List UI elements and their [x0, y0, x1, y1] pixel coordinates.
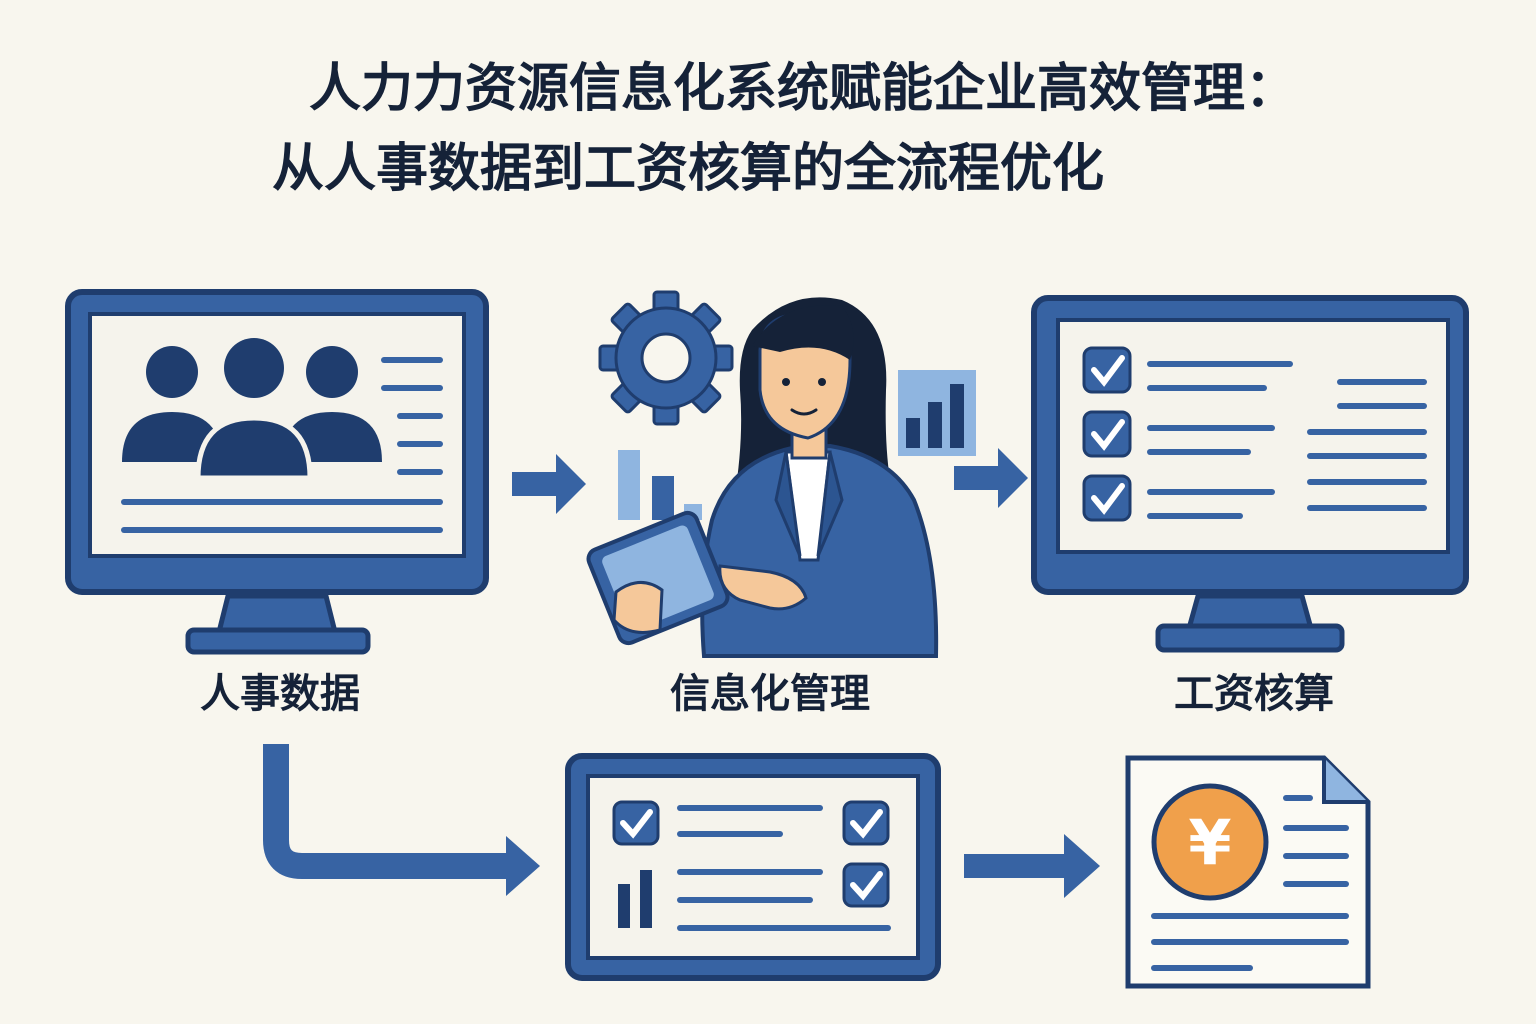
page-title-line-1: 人力力资源信息化系统赋能企业高效管理： — [308, 59, 1297, 119]
step-label-info-management: 信息化管理 — [670, 671, 870, 717]
checkbox-checked-icon — [1082, 410, 1132, 458]
svg-text:¥: ¥ — [1188, 806, 1231, 879]
mini-bar-chart-icon — [618, 870, 652, 928]
payroll-monitor-icon — [1031, 295, 1469, 653]
step-label-hr-data: 人事数据 — [200, 671, 360, 717]
review-panel-icon — [565, 753, 941, 981]
step-label-payroll: 工资核算 — [1174, 671, 1334, 717]
yuan-coin-icon: ¥ — [1151, 783, 1269, 901]
checkbox-checked-icon — [842, 862, 890, 908]
hr-data-monitor-icon — [65, 289, 489, 655]
elbow-arrow-icon — [263, 744, 540, 896]
checkbox-checked-icon — [842, 800, 890, 846]
payslip-document-icon: ¥ — [1125, 755, 1371, 989]
bar-chart-icon — [618, 450, 702, 520]
bar-chart-panel-icon — [898, 370, 976, 456]
page-title-line-2: 从人事数据到工资核算的全流程优化 — [271, 139, 1104, 199]
arrow-right-icon — [954, 448, 1028, 508]
arrow-right-icon — [964, 834, 1100, 898]
arrow-right-icon — [512, 454, 586, 514]
checkbox-checked-icon — [1082, 474, 1132, 522]
checkbox-checked-icon — [612, 800, 660, 846]
hr-manager-person-icon — [586, 297, 939, 658]
checkbox-checked-icon — [1082, 346, 1132, 394]
users-group-icon — [122, 338, 382, 481]
gear-icon — [598, 290, 734, 426]
